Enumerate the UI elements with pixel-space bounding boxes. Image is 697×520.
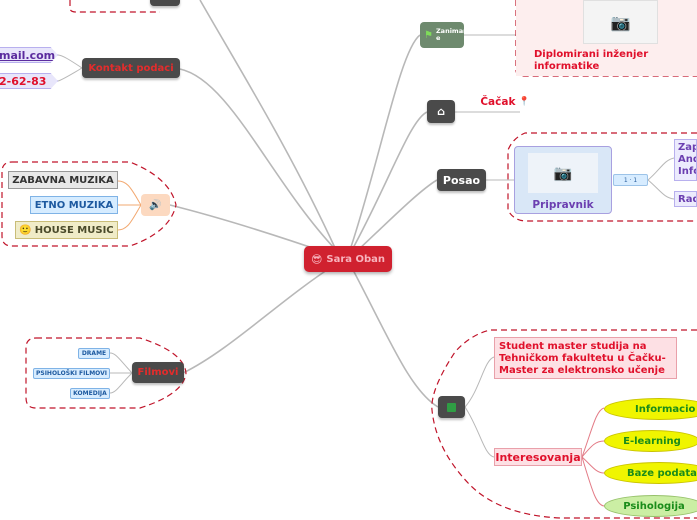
music-item-label: ETNO MUZIKA xyxy=(34,199,114,211)
book-icon xyxy=(447,402,456,412)
obrazovanje-node[interactable] xyxy=(438,396,465,418)
sunglasses-smiley-icon: 😎 xyxy=(310,252,323,266)
posao-sub-2[interactable]: Rad xyxy=(674,191,697,207)
map-pin-icon: 📍 xyxy=(518,97,530,107)
lokacija-child[interactable]: Čačak 📍 xyxy=(480,95,530,109)
filmovi-label: Filmovi xyxy=(137,367,179,378)
music-item-label: HOUSE MUSIC xyxy=(34,224,114,236)
interest-label: Psihologija xyxy=(623,500,685,512)
interesovanja-node[interactable]: Interesovanja xyxy=(494,448,582,466)
posao-sub-label: Zap Andr Info xyxy=(678,142,696,177)
posao-sub-label: Rad xyxy=(678,193,696,205)
central-topic-label: Sara Oban xyxy=(326,253,386,265)
film-item-label: KOMEDIJA xyxy=(73,390,107,397)
film-item-komedija[interactable]: KOMEDIJA xyxy=(70,388,110,399)
music-item-label: ZABAVNA MUZIKA xyxy=(12,174,114,186)
boundary-posao xyxy=(507,132,697,222)
film-item-drame[interactable]: DRAME xyxy=(78,348,110,359)
zanimanje-image: 📷 xyxy=(583,0,658,44)
boundary-muzika xyxy=(1,161,177,247)
smiley-icon: 🙂 xyxy=(19,224,32,236)
phone-text: 2-62-83 xyxy=(0,74,47,88)
link-film-1 xyxy=(109,352,133,374)
filmovi-node[interactable]: Filmovi xyxy=(132,362,184,383)
link-posao-sub1 xyxy=(647,157,675,181)
muzika-node[interactable]: 🔊 xyxy=(141,194,170,216)
posao-node[interactable]: Posao xyxy=(437,169,486,191)
pripravnik-node[interactable]: 📷 Pripravnik xyxy=(514,146,612,214)
branch-line-zanimanje xyxy=(349,34,421,251)
boundary-obrazovanje xyxy=(431,329,697,519)
link-film-3 xyxy=(109,372,133,394)
link-phone xyxy=(57,67,83,82)
music-item-etno[interactable]: ETNO MUZIKA xyxy=(30,196,118,214)
branch-line-lokacija xyxy=(351,111,428,251)
camera-icon: 📷 xyxy=(610,12,631,32)
sub-lines xyxy=(57,34,675,507)
link-posao-sub2 xyxy=(647,179,675,200)
zanimanje-label: Zanimanj e xyxy=(435,27,470,42)
link-email xyxy=(57,54,83,69)
pripravnik-label: Pripravnik xyxy=(532,199,594,211)
lokacija-node[interactable]: ⌂ xyxy=(427,100,455,123)
home-icon: ⌂ xyxy=(437,105,445,118)
posao-label: Posao xyxy=(442,173,481,187)
interesovanja-label: Interesovanja xyxy=(495,450,581,464)
link-interesovanja xyxy=(464,406,495,458)
boundary-filmovi xyxy=(25,337,187,409)
branch-line-filmovi xyxy=(182,263,337,374)
flag-icon: ⚑ xyxy=(424,29,433,41)
obrazovanje-note[interactable]: Student master studija na Tehničkom faku… xyxy=(494,337,677,379)
music-item-house[interactable]: 🙂 HOUSE MUSIC xyxy=(15,221,118,239)
link-int-2 xyxy=(581,440,605,458)
interest-elearning[interactable]: E-learning xyxy=(604,430,697,452)
interest-psihologija[interactable]: Psihologija xyxy=(604,495,697,517)
posao-sub-1[interactable]: Zap Andr Info xyxy=(674,139,697,181)
camera-icon: 📷 xyxy=(553,164,573,182)
boundary-top xyxy=(69,0,160,13)
branch-line-kontakt xyxy=(179,68,337,251)
film-item-label: DRAME xyxy=(81,350,107,357)
pripravnik-image: 📷 xyxy=(528,153,598,193)
zanimanje-child-text[interactable]: Diplomirani inženjer informatike xyxy=(534,49,674,73)
lokacija-child-label: Čačak xyxy=(480,96,516,108)
speaker-icon: 🔊 xyxy=(149,199,162,211)
link-music-1 xyxy=(117,180,142,206)
film-item-label: PSIHOLOŠKI FILMOVI xyxy=(35,370,107,377)
obrazovanje-note-text: Student master studija na Tehničkom faku… xyxy=(499,341,666,376)
comment-badge-text: 1 · 1 xyxy=(623,176,638,184)
zanimanje-child-label: Diplomirani inženjer informatike xyxy=(534,49,649,72)
interest-label: Informacio xyxy=(635,403,696,415)
music-item-zabavna[interactable]: ZABAVNA MUZIKA xyxy=(8,171,118,189)
link-music-3 xyxy=(117,204,142,231)
branch-lines xyxy=(169,0,439,408)
kontakt-node[interactable]: Kontakt podaci xyxy=(82,58,180,78)
link-int-3 xyxy=(581,456,605,474)
link-int-1 xyxy=(581,407,605,458)
link-int-4 xyxy=(581,456,605,507)
comment-badge[interactable]: 1 · 1 xyxy=(613,174,648,186)
central-topic[interactable]: 😎 Sara Oban xyxy=(304,246,392,272)
interest-label: Baze podata xyxy=(627,467,697,479)
interest-informacio[interactable]: Informacio xyxy=(604,398,697,420)
top-cut-node[interactable] xyxy=(150,0,180,6)
zanimanje-node[interactable]: ⚑ Zanimanj e xyxy=(420,22,470,48)
interest-baze[interactable]: Baze podata xyxy=(604,462,697,484)
film-item-psiholoski[interactable]: PSIHOLOŠKI FILMOVI xyxy=(33,368,110,379)
branch-line-posao xyxy=(355,179,438,253)
branch-line-top xyxy=(199,0,337,251)
email-node[interactable]: mail.com xyxy=(0,47,58,63)
interest-label: E-learning xyxy=(623,435,681,447)
link-note xyxy=(464,356,495,408)
phone-node[interactable]: 2-62-83 xyxy=(0,73,58,89)
branch-line-obrazovanje xyxy=(351,267,439,408)
email-text: mail.com xyxy=(0,48,56,62)
kontakt-label: Kontakt podaci xyxy=(88,62,174,74)
